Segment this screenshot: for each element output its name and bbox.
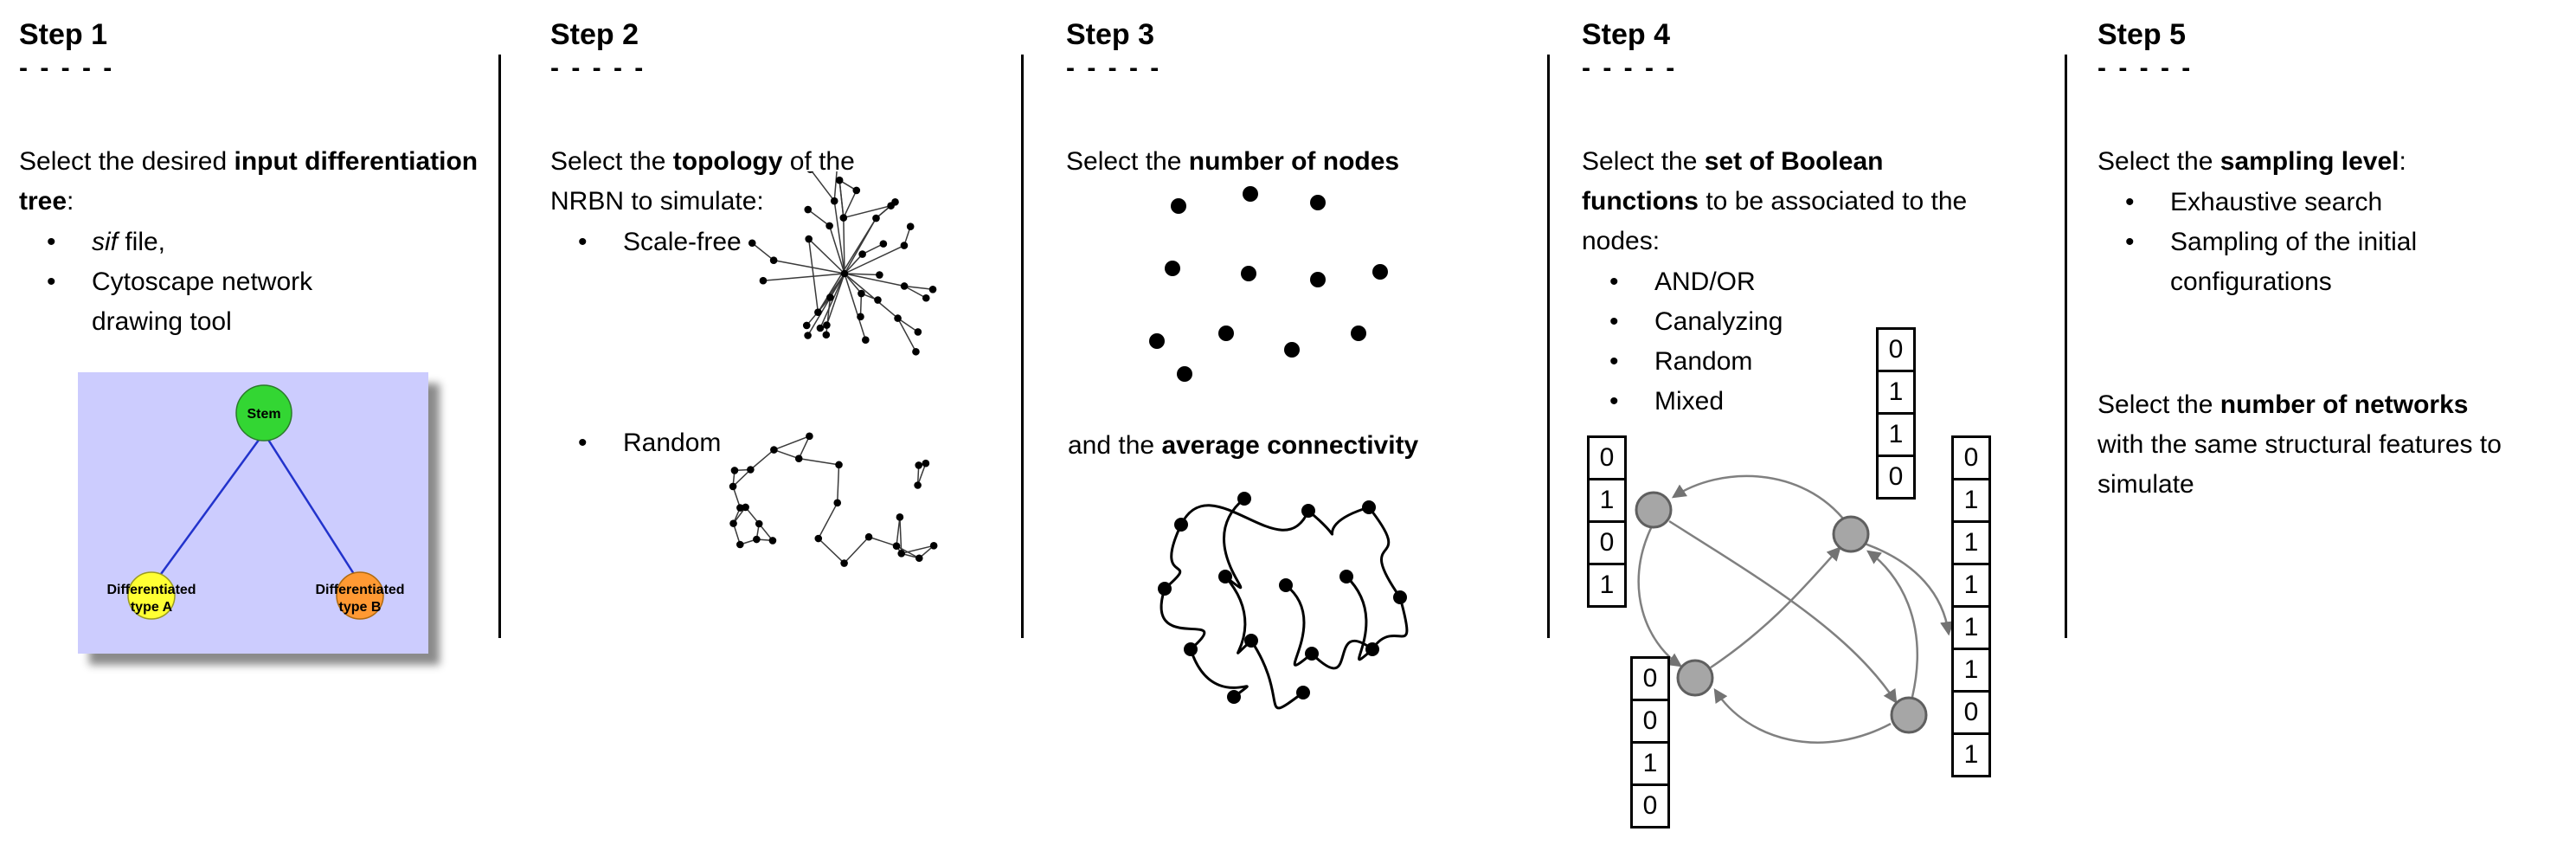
- truth-table-cell: 1: [1951, 648, 1991, 693]
- tree-edge-left: [152, 432, 266, 584]
- column-divider: [1547, 55, 1550, 638]
- differentiation-tree-svg: Stem Differentiated type A Differentiate…: [78, 372, 428, 654]
- step-3-dashes: - - - - -: [1066, 54, 1162, 82]
- scale-free-network: [748, 171, 937, 356]
- step-5-bullet-list: Exhaustive search Sampling of the initia…: [2097, 183, 2517, 302]
- truth-table-cell: 0: [1951, 435, 1991, 480]
- column-divider: [2065, 55, 2067, 638]
- step-3-column: Step 3 - - - - - Select the number of no…: [1066, 0, 1540, 851]
- truth-table-cell: 0: [1587, 520, 1627, 565]
- truth-table-cell: 1: [1951, 478, 1991, 523]
- type-b-label-line1: Differentiated: [315, 583, 404, 597]
- truth-table-cell: 1: [1876, 412, 1916, 457]
- step-1-dashes: - - - - -: [19, 54, 115, 82]
- column-divider: [1021, 55, 1024, 638]
- step-5-column: Step 5 - - - - - Select the sampling lev…: [2097, 0, 2576, 851]
- truth-table-cell: 1: [1951, 732, 1991, 777]
- step-5-intro: Select the sampling level:: [2097, 147, 2406, 176]
- step-3-title: Step 3: [1066, 18, 1155, 51]
- differentiation-tree-figure: Stem Differentiated type A Differentiate…: [78, 372, 428, 654]
- truth-table-cell: 1: [1876, 370, 1916, 415]
- boolean-network: [1635, 474, 1955, 744]
- node-dots: [1149, 186, 1388, 382]
- truth-table-cell: 1: [1951, 563, 1991, 608]
- truth-table-cell: 1: [1951, 520, 1991, 565]
- step-4-dashes: - - - - -: [1582, 54, 1678, 82]
- random-network: [729, 432, 938, 567]
- bullet-cytoscape: Cytoscape network drawing tool: [19, 262, 382, 342]
- truth-table-cell: 0: [1876, 327, 1916, 372]
- tree-edge-right: [262, 432, 362, 584]
- bullet-sampling-initial-configurations: Sampling of the initial configurations: [2097, 222, 2517, 302]
- truth-table-cell: 1: [1951, 605, 1991, 650]
- step-1-intro: Select the desired input differentiation…: [19, 147, 479, 216]
- truth-table-cell: 0: [1876, 455, 1916, 500]
- bullet-sif-file: sif file,: [19, 222, 382, 262]
- bullet-random: Random: [550, 423, 1013, 463]
- truth-table-cell: 1: [1630, 741, 1670, 786]
- step-1-column: Step 1 - - - - - Select the desired inpu…: [19, 0, 491, 851]
- bullet-canalyzing: Canalyzing: [1582, 302, 2059, 342]
- type-b-label-line2: type B: [339, 600, 382, 615]
- step-5-title: Step 5: [2097, 18, 2187, 51]
- step-1-title: Step 1: [19, 18, 108, 51]
- type-a-node: [127, 571, 176, 620]
- truth-table-cell: 0: [1630, 656, 1670, 701]
- connectivity-tangle-network: [1158, 492, 1409, 710]
- step-4-column: Step 4 - - - - - Select the set of Boole…: [1582, 0, 2059, 851]
- type-a-label-line1: Differentiated: [106, 583, 196, 597]
- step-5-networks-text: Select the number of networks with the s…: [2097, 390, 2502, 499]
- step-2-dashes: - - - - -: [550, 54, 646, 82]
- stem-label: Stem: [247, 407, 280, 422]
- step-4-title: Step 4: [1582, 18, 1671, 51]
- type-a-label-line2: type A: [131, 600, 173, 615]
- truth-table-cell: 0: [1587, 435, 1627, 480]
- boolean-node: [1890, 696, 1928, 734]
- column-divider: [498, 55, 501, 638]
- boolean-node: [1832, 515, 1870, 553]
- boolean-network-nodes: [1635, 491, 1928, 734]
- tangle-nodes: [1158, 492, 1407, 704]
- truth-table-cell: 0: [1630, 783, 1670, 828]
- step-5-dashes: - - - - -: [2097, 54, 2194, 82]
- truth-table-cell: 0: [1630, 699, 1670, 744]
- truth-table-cell: 0: [1951, 690, 1991, 735]
- boolean-network-edges: [1637, 474, 1955, 744]
- tangle-edges: [1160, 497, 1409, 710]
- bullet-random-functions: Random: [1582, 342, 2059, 382]
- step-1-bullet-list: sif file, Cytoscape network drawing tool: [19, 222, 491, 342]
- bullet-mixed: Mixed: [1582, 382, 2059, 422]
- stem-node: [235, 384, 292, 442]
- step-2-intro: Select the topology of the NRBN to simul…: [550, 147, 855, 216]
- step-4-bullet-list: AND/OR Canalyzing Random Mixed: [1582, 262, 2059, 422]
- step-2-column: Step 2 - - - - - Select the topology of …: [550, 0, 1013, 851]
- bullet-scale-free: Scale-free: [550, 222, 1013, 262]
- truth-table-cell: 1: [1587, 478, 1627, 523]
- type-b-node: [336, 571, 384, 620]
- boolean-node: [1676, 659, 1714, 697]
- step-2-bullet-list: Scale-free Random: [550, 222, 1013, 463]
- step-4-intro: Select the set of Boolean functions to b…: [1582, 147, 1968, 255]
- boolean-node: [1635, 491, 1673, 529]
- truth-table-cell: 1: [1587, 563, 1627, 608]
- step-3-connectivity-text: and the average connectivity: [1068, 431, 1419, 460]
- step-3-intro: Select the number of nodes: [1066, 147, 1400, 176]
- nodes-dot-cluster: [1149, 186, 1388, 382]
- bullet-exhaustive-search: Exhaustive search: [2097, 183, 2517, 222]
- bullet-and-or: AND/OR: [1582, 262, 2059, 302]
- step-2-title: Step 2: [550, 18, 639, 51]
